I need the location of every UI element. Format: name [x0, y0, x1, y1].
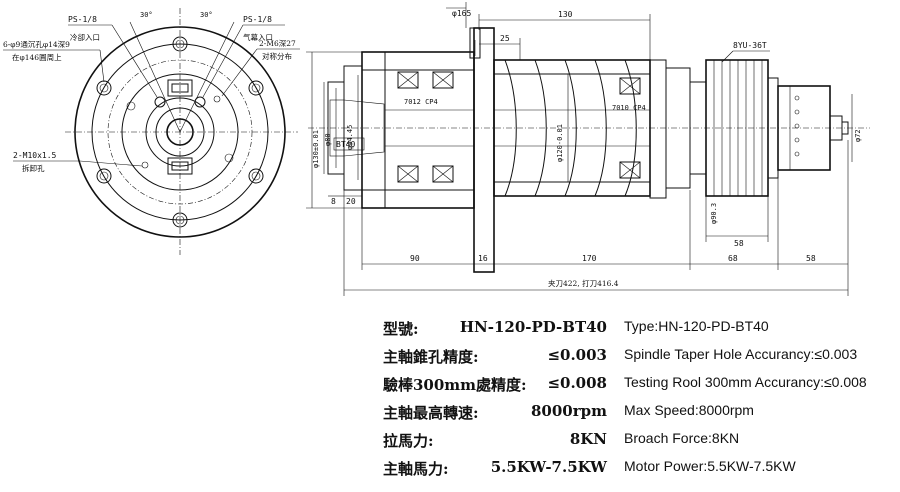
dim-58-pulley: 58: [734, 239, 744, 248]
dim-phi165: φ165: [452, 9, 471, 18]
flange-bolt-holes: [96, 36, 264, 228]
angle-left-label: 30°: [140, 11, 153, 19]
dim-phi120: φ120-0.01: [556, 124, 564, 162]
spec-label-cn: 驗棒300mm處精度:: [383, 376, 527, 394]
port-right-desc: 气幕入口: [243, 32, 273, 42]
removal-note-line-2: 拆卸孔: [22, 163, 45, 173]
dim-phi72: φ72: [854, 129, 862, 142]
spec-row-max-speed: 主軸最高轉速: 8000rpm Max Speed:8000rpm: [0, 402, 900, 428]
spec-value-cn: 8KN: [569, 430, 607, 448]
removal-note-line-1: 2-M10x1.5: [13, 151, 57, 160]
spec-value-cn: ≤0.008: [547, 374, 607, 392]
angle-right-label: 30°: [200, 11, 213, 19]
thread-note-line-2: 对称分布: [262, 51, 292, 61]
cooling-grooves: [504, 59, 637, 197]
front-view: 30° 30° PS-1/8 冷卻入口 PS-1/8 气幕入口 6-φ9通沉孔φ…: [3, 8, 300, 255]
spec-text-en: Max Speed:8000rpm: [624, 402, 754, 418]
dim-90: 90: [410, 254, 420, 263]
dim-130-top: 130: [558, 10, 573, 19]
spec-value-cn: ≤0.003: [547, 346, 607, 364]
spec-label-cn: 型號:: [383, 320, 419, 338]
belt-label: 8YU-36T: [733, 41, 767, 50]
dim-phi44: φ44.45: [346, 125, 354, 150]
spec-text-en: Broach Force:8KN: [624, 430, 740, 446]
dim-phi130: φ130±0.01: [312, 130, 320, 168]
taper-label: BT40: [336, 140, 355, 149]
spec-row-motor-power: 主軸馬力: 5.5KW-7.5KW Motor Power:5.5KW-7.5K…: [0, 458, 900, 484]
spindle-technical-drawing: 30° 30° PS-1/8 冷卻入口 PS-1/8 气幕入口 6-φ9通沉孔φ…: [3, 2, 870, 296]
port-right-label: PS-1/8: [243, 15, 272, 24]
dim-58: 58: [806, 254, 816, 263]
spec-row-broach-force: 拉馬力: 8KN Broach Force:8KN: [0, 430, 900, 456]
bearing-rear-label: 7010 CP4: [612, 104, 646, 112]
dim-phi80: φ80: [324, 133, 332, 146]
dim-16: 16: [478, 254, 488, 263]
dim-25: 25: [500, 34, 510, 43]
dim-68: 68: [728, 254, 738, 263]
pulley-teeth: [713, 60, 763, 196]
spec-row-test-rod-accuracy: 驗棒300mm處精度: ≤0.008 Testing Rool 300mm Ac…: [0, 374, 900, 400]
spec-text-en: Type:HN-120-PD-BT40: [624, 318, 769, 334]
spec-text-en: Motor Power:5.5KW-7.5KW: [624, 458, 796, 474]
spec-value-cn: 8000rpm: [530, 402, 607, 420]
bearing-front-label: 7012 CP4: [404, 98, 438, 106]
spec-value-cn: 5.5KW-7.5KW: [490, 458, 607, 476]
total-length-label: 夹刀422, 打刀416.4: [548, 278, 619, 288]
spec-text-en: Spindle Taper Hole Accurancy:≤0.003: [624, 346, 858, 362]
spec-label-cn: 主軸最高轉速:: [383, 404, 479, 422]
port-left-label: PS-1/8: [68, 15, 97, 24]
dim-8: 8: [331, 197, 336, 206]
spec-label-cn: 拉馬力:: [383, 432, 434, 450]
spec-label-cn: 主軸錐孔精度:: [383, 348, 479, 366]
spec-value-cn: HN-120-PD-BT40: [459, 318, 607, 336]
spec-row-type: 型號: HN-120-PD-BT40 Type:HN-120-PD-BT40: [0, 318, 900, 344]
thread-note-line-1: 2-M6深27: [259, 39, 296, 48]
dim-20: 20: [346, 197, 356, 206]
hole-note-line-1: 6-φ9通沉孔φ14深9: [3, 39, 70, 49]
dim-phi90: φ90.3: [710, 203, 718, 224]
port-left-desc: 冷卻入口: [70, 32, 100, 42]
spec-label-cn: 主軸馬力:: [383, 460, 449, 478]
spec-table: 型號: HN-120-PD-BT40 Type:HN-120-PD-BT40 主…: [0, 318, 900, 488]
hole-note-line-2: 在φ146圓周上: [12, 52, 62, 62]
side-view: 7012 CP4 7010 CP4: [306, 2, 870, 296]
spec-row-taper-accuracy: 主軸錐孔精度: ≤0.003 Spindle Taper Hole Accura…: [0, 346, 900, 372]
spec-text-en: Testing Rool 300mm Accurancy:≤0.008: [624, 374, 867, 390]
dim-170: 170: [582, 254, 597, 263]
